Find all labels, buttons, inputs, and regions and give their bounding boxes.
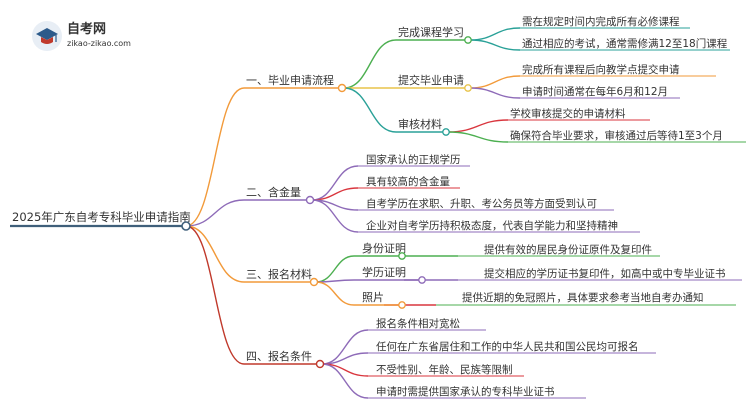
node-education-proof[interactable]: 学历证明 <box>354 265 426 284</box>
leaf-item: 提交相应的学历证书复印件，如高中或中专毕业证书 <box>458 267 742 281</box>
branch-label: 一、毕业申请流程 <box>246 73 334 87</box>
branch-label: 二、含金量 <box>246 185 301 199</box>
branch-application-conditions[interactable]: 四、报名条件 <box>244 349 325 369</box>
node-label: 学历证明 <box>362 265 406 279</box>
leaf-item: 完成所有课程后向教学点提交申请 <box>520 63 716 77</box>
leaf-text: 国家承认的正规学历 <box>366 153 461 166</box>
branch-application-materials[interactable]: 三、报名材料 <box>244 267 319 287</box>
leaf-text: 申请时需提供国家承认的专科毕业证书 <box>376 385 555 398</box>
branch-node-dot <box>309 277 319 287</box>
root-node[interactable]: 2025年广东自考专科毕业申请指南 <box>10 210 191 231</box>
node-dot <box>398 252 406 260</box>
leaf-item: 学校审核提交的申请材料 <box>508 107 650 121</box>
leaf-text: 自考学历在求职、升职、考公务员等方面受到认可 <box>366 197 597 210</box>
branch-label: 三、报名材料 <box>246 267 312 281</box>
leaf-text: 学校审核提交的申请材料 <box>510 107 626 120</box>
leaf-item: 提供有效的居民身份证原件及复印件 <box>458 243 660 257</box>
leaf-item: 确保符合毕业要求，审核通过后等待1至3个月 <box>508 129 746 143</box>
leaf-item: 不受性别、年龄、民族等限制 <box>368 363 524 377</box>
leaf-text: 任何在广东省居住和工作的中华人民共和国公民均可报名 <box>376 340 639 353</box>
leaf-text: 需在规定时间内完成所有必修课程 <box>522 15 680 28</box>
node-complete-courses[interactable]: 完成课程学习 <box>396 25 472 44</box>
leaf-item: 国家承认的正规学历 <box>358 153 470 167</box>
node-review-materials[interactable]: 审核材料 <box>396 117 450 136</box>
node-dot <box>464 84 472 92</box>
node-id-proof[interactable]: 身份证明 <box>354 241 406 260</box>
node-label: 照片 <box>362 291 384 304</box>
branch-label: 四、报名条件 <box>246 349 312 363</box>
node-dot <box>464 36 472 44</box>
leaf-item: 申请时间通常在每年6月和12月 <box>520 85 680 99</box>
node-label: 提交毕业申请 <box>398 73 464 87</box>
leaf-item: 报名条件相对宽松 <box>368 317 486 331</box>
leaf-item: 提供近期的免冠照片，具体要求参考当地自考办通知 <box>436 291 736 306</box>
leaf-item: 申请时需提供国家承认的专科毕业证书 <box>368 385 586 399</box>
leaf-text: 具有较高的含金量 <box>366 175 450 188</box>
leaf-text: 提供近期的免冠照片，具体要求参考当地自考办通知 <box>462 291 704 304</box>
leaf-item: 企业对自考学历持积极态度，代表自学能力和坚持精神 <box>358 219 640 233</box>
leaf-item: 任何在广东省居住和工作的中华人民共和国公民均可报名 <box>368 340 656 354</box>
leaf-item: 具有较高的含金量 <box>358 175 460 189</box>
branch-node-dot <box>337 83 347 93</box>
leaf-text: 提供有效的居民身份证原件及复印件 <box>484 243 652 256</box>
node-label: 身份证明 <box>362 241 406 255</box>
leaf-item: 需在规定时间内完成所有必修课程 <box>520 15 690 29</box>
leaf-text: 提交相应的学历证书复印件，如高中或中专毕业证书 <box>484 267 726 280</box>
logo-url: zikao-zikao.com <box>67 39 131 48</box>
branch-value[interactable]: 二、含金量 <box>244 185 315 205</box>
root-label: 2025年广东自考专科毕业申请指南 <box>12 210 191 224</box>
node-label: 审核材料 <box>398 117 442 131</box>
logo-name: 自考网 <box>67 21 106 37</box>
leaf-text: 申请时间通常在每年6月和12月 <box>522 85 668 98</box>
node-dot <box>398 301 406 309</box>
node-submit-application[interactable]: 提交毕业申请 <box>396 73 472 92</box>
leaf-text: 企业对自考学历持积极态度，代表自学能力和坚持精神 <box>366 219 618 232</box>
branch-graduation-process[interactable]: 一、毕业申请流程 <box>244 73 347 93</box>
leaf-text: 通过相应的考试，通常需修满12至18门课程 <box>522 37 728 50</box>
leaf-item: 通过相应的考试，通常需修满12至18门课程 <box>520 37 730 51</box>
site-logo[interactable]: 自考网 zikao-zikao.com <box>32 21 131 51</box>
leaf-item: 自考学历在求职、升职、考公务员等方面受到认可 <box>358 197 614 211</box>
node-label: 完成课程学习 <box>398 25 464 39</box>
node-photo[interactable]: 照片 <box>354 291 406 309</box>
leaf-text: 报名条件相对宽松 <box>376 317 460 330</box>
node-dot <box>418 276 426 284</box>
branch-node-dot <box>305 195 315 205</box>
branch-node-dot <box>315 359 325 369</box>
leaf-text: 不受性别、年龄、民族等限制 <box>376 363 513 376</box>
connectors <box>185 27 521 399</box>
node-dot <box>442 128 450 136</box>
graduation-cap-icon <box>36 28 58 44</box>
leaf-text: 完成所有课程后向教学点提交申请 <box>522 63 680 76</box>
root-node-dot <box>181 221 191 231</box>
leaf-text: 确保符合毕业要求，审核通过后等待1至3个月 <box>510 129 723 142</box>
